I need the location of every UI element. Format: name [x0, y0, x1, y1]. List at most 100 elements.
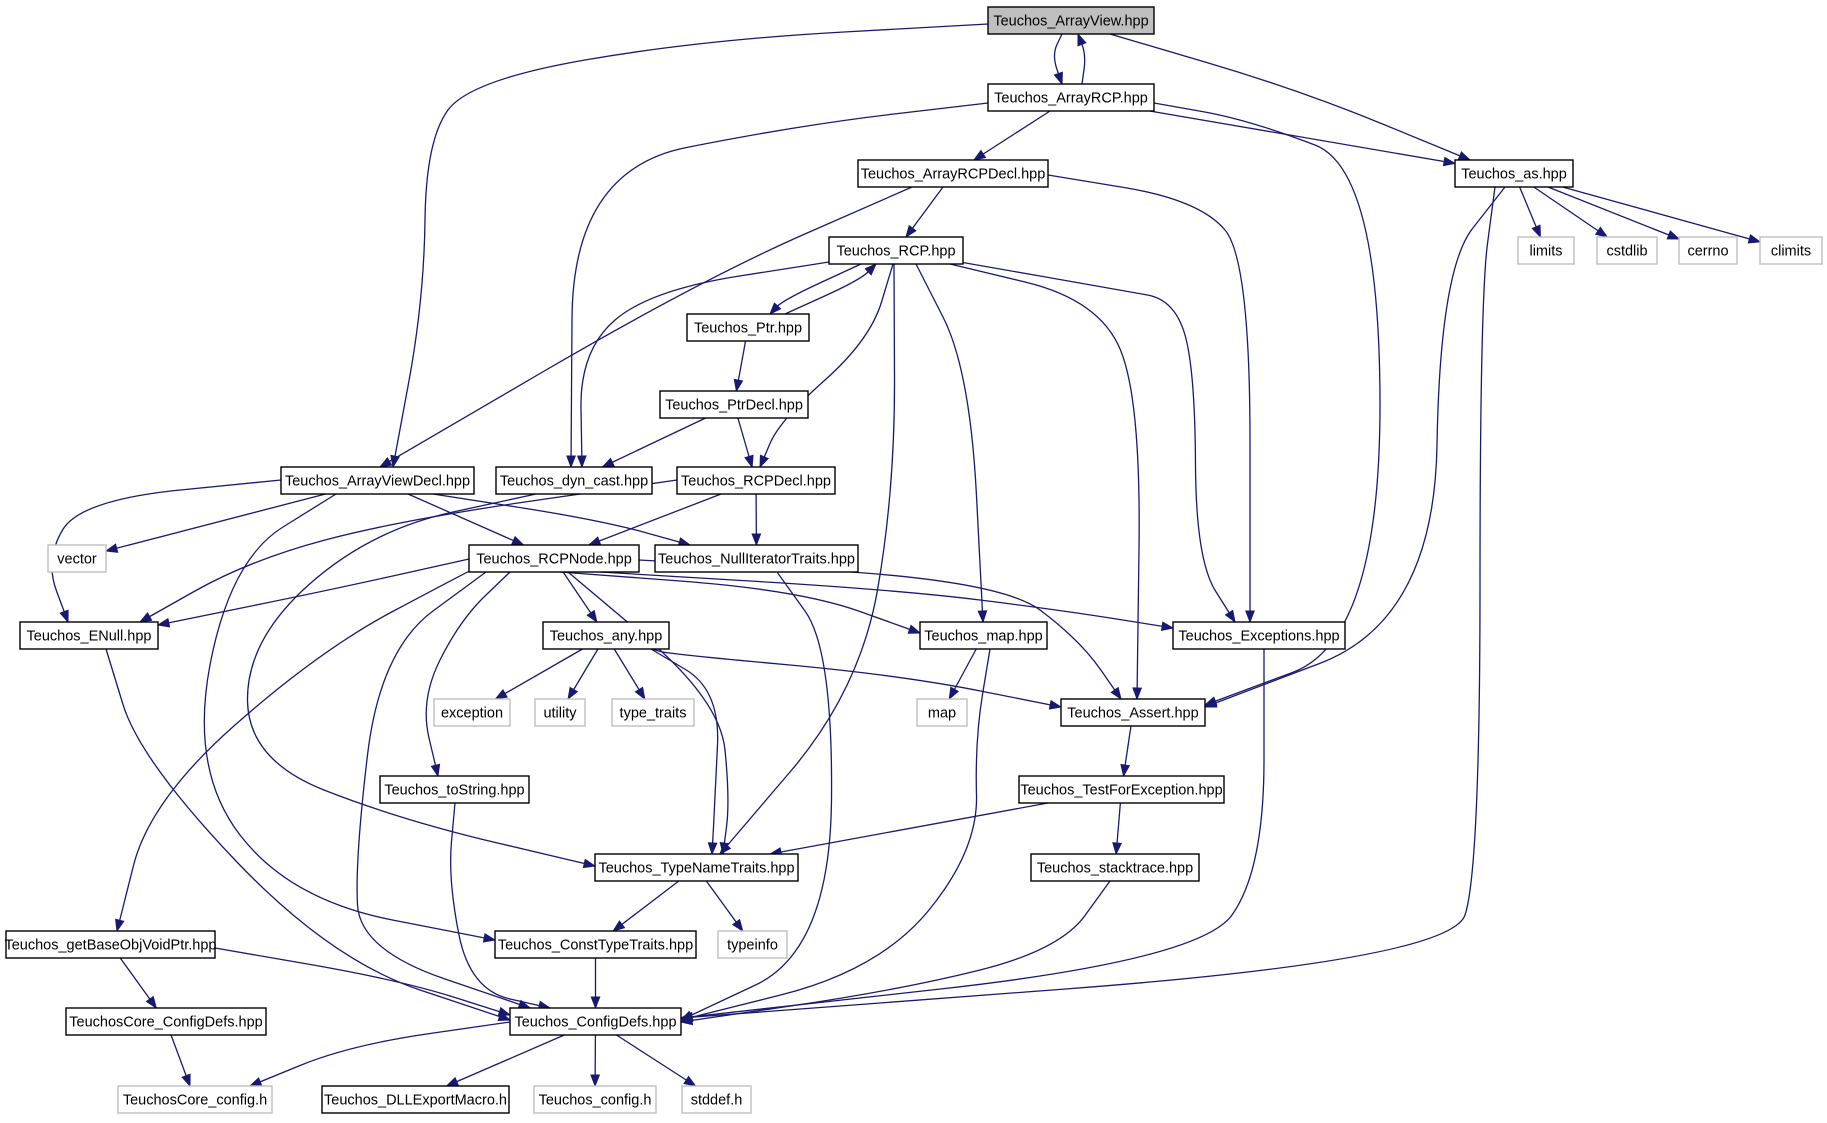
edge-configdefs-to-dllexport: [446, 1034, 565, 1087]
arrowhead-arrayviewdecl: [378, 456, 393, 468]
node-tostring[interactable]: Teuchos_toString.hpp: [379, 775, 530, 804]
node-ptrdecl[interactable]: Teuchos_PtrDecl.hpp: [659, 390, 809, 419]
node-arrayrcp[interactable]: Teuchos_ArrayRCP.hpp: [987, 83, 1155, 112]
arrowhead-dyncast: [566, 455, 577, 469]
node-box: [495, 466, 653, 495]
node-box: [676, 466, 836, 495]
node-typename[interactable]: Teuchos_TypeNameTraits.hpp: [594, 853, 799, 882]
node-box: [1018, 775, 1225, 804]
arrowhead-assert: [1110, 686, 1122, 701]
edge-rcp-to-typename: [719, 263, 896, 855]
node-box: [717, 930, 788, 959]
edge-testforexc-to-typename: [769, 802, 1049, 855]
node-label: Teuchos_any.hpp: [550, 629, 663, 645]
node-label: Teuchos_PtrDecl.hpp: [665, 398, 803, 414]
node-box: [1596, 236, 1658, 265]
arrowhead-getbase: [115, 918, 125, 933]
node-as[interactable]: Teuchos_as.hpp: [1454, 159, 1574, 188]
node-box: [280, 466, 475, 495]
node-box: [1759, 236, 1823, 265]
edge-arrayview-to-arrayrcp: [1053, 33, 1063, 85]
edge-configdefs-to-coreconfigh: [249, 1021, 511, 1087]
node-configdefs[interactable]: Teuchos_ConfigDefs.hpp: [509, 1007, 682, 1036]
edge-rcpnode-to-enull: [157, 558, 470, 626]
node-label: Teuchos_ConfigDefs.hpp: [514, 1015, 676, 1031]
edge-as-to-cstdlib: [1533, 186, 1608, 238]
node-label: type_traits: [620, 706, 687, 722]
arrowhead-rcpnode: [587, 536, 602, 546]
edge-typename-to-consttype: [612, 880, 680, 932]
node-enull[interactable]: Teuchos_ENull.hpp: [19, 621, 159, 650]
arrowhead-ptr: [769, 302, 782, 316]
node-label: Teuchos_ArrayRCPDecl.hpp: [861, 167, 1046, 183]
node-testforexc[interactable]: Teuchos_TestForException.hpp: [1018, 775, 1225, 804]
arrowhead-configh: [590, 1074, 601, 1088]
arrowhead-arrayrcp: [1053, 71, 1063, 86]
arrowhead-map_hpp: [977, 610, 988, 624]
node-ptr[interactable]: Teuchos_Ptr.hpp: [686, 313, 810, 342]
arrowhead-as: [1457, 151, 1472, 161]
node-label: Teuchos_ArrayRCP.hpp: [994, 91, 1148, 107]
node-dllexport[interactable]: Teuchos_DLLExportMacro.h: [321, 1085, 510, 1114]
node-dyncast[interactable]: Teuchos_dyn_cast.hpp: [495, 466, 653, 495]
arrowhead-rcp: [905, 224, 917, 239]
node-box: [611, 698, 695, 727]
edge-rcpdecl-to-rcpnode: [588, 493, 722, 546]
edge-stacktrace-to-configdefs: [680, 880, 1111, 1023]
node-label: Teuchos_Exceptions.hpp: [1178, 629, 1339, 645]
node-arrayviewdecl[interactable]: Teuchos_ArrayViewDecl.hpp: [280, 466, 475, 495]
node-assert[interactable]: Teuchos_Assert.hpp: [1060, 698, 1206, 727]
node-box: [594, 853, 799, 882]
edge-ptr-to-rcp: [784, 263, 877, 315]
node-label: Teuchos_ENull.hpp: [27, 629, 152, 645]
nodes-layer: Teuchos_ArrayView.hppTeuchos_ArrayRCP.hp…: [4, 6, 1823, 1114]
edge-dyncast-to-typename: [246, 493, 596, 867]
node-rcpnode[interactable]: Teuchos_RCPNode.hpp: [468, 544, 640, 573]
node-box: [534, 698, 586, 727]
node-box: [533, 1085, 657, 1114]
edge-any-to-assert: [651, 648, 1062, 708]
node-label: Teuchos_as.hpp: [1461, 167, 1567, 183]
node-label: limits: [1529, 244, 1562, 260]
node-coreconfigh: TeuchosCore_config.h: [117, 1085, 273, 1114]
node-box: [1678, 236, 1738, 265]
node-any[interactable]: Teuchos_any.hpp: [542, 621, 670, 650]
node-arrayrcpdecl[interactable]: Teuchos_ArrayRCPDecl.hpp: [857, 159, 1049, 188]
node-label: Teuchos_Ptr.hpp: [694, 321, 802, 337]
arrowhead-rcpdecl: [744, 454, 754, 469]
node-typetraits: type_traits: [611, 698, 695, 727]
edge-getbase-to-configdefs: [214, 947, 511, 1016]
arrowhead-stacktrace: [1112, 842, 1122, 856]
arrowhead-assert: [1203, 698, 1218, 708]
node-label: typeinfo: [727, 938, 778, 954]
node-stacktrace[interactable]: Teuchos_stacktrace.hpp: [1030, 853, 1200, 882]
node-coreconfigdefs[interactable]: TeuchosCore_ConfigDefs.hpp: [65, 1007, 267, 1036]
node-box: [542, 621, 670, 650]
edge-configdefs-to-stddef: [616, 1034, 696, 1087]
node-consttype[interactable]: Teuchos_ConstTypeTraits.hpp: [494, 930, 697, 959]
node-map-hpp[interactable]: Teuchos_map.hpp: [919, 621, 1048, 650]
node-box: [919, 621, 1048, 650]
edge-as-to-climits: [1562, 186, 1761, 243]
node-rcpdecl[interactable]: Teuchos_RCPDecl.hpp: [676, 466, 836, 495]
node-label: Teuchos_TestForException.hpp: [1020, 783, 1222, 799]
node-exceptions[interactable]: Teuchos_Exceptions.hpp: [1172, 621, 1346, 650]
node-box: [379, 775, 530, 804]
node-configh: Teuchos_config.h: [533, 1085, 657, 1114]
arrowhead-typetraits: [634, 686, 646, 701]
node-nulliter[interactable]: Teuchos_NullIteratorTraits.hpp: [654, 544, 859, 573]
edge-rcpnode-to-tostring: [425, 571, 511, 777]
node-arrayview[interactable]: Teuchos_ArrayView.hpp: [987, 6, 1155, 35]
edge-enull-to-configdefs: [105, 648, 511, 1021]
arrowhead-assert: [1048, 699, 1063, 710]
edge-arrayviewdecl-to-rcpnode: [407, 493, 524, 546]
edge-rcpnode-to-typename: [567, 571, 729, 855]
node-box: [1172, 621, 1346, 650]
node-rcp[interactable]: Teuchos_RCP.hpp: [828, 236, 964, 265]
arrowhead-arrayview: [1077, 32, 1087, 47]
arrowhead-enull: [138, 612, 153, 623]
node-label: Teuchos_stacktrace.hpp: [1037, 861, 1193, 877]
node-label: exception: [441, 706, 503, 722]
node-getbase[interactable]: Teuchos_getBaseObjVoidPtr.hpp: [4, 930, 217, 959]
